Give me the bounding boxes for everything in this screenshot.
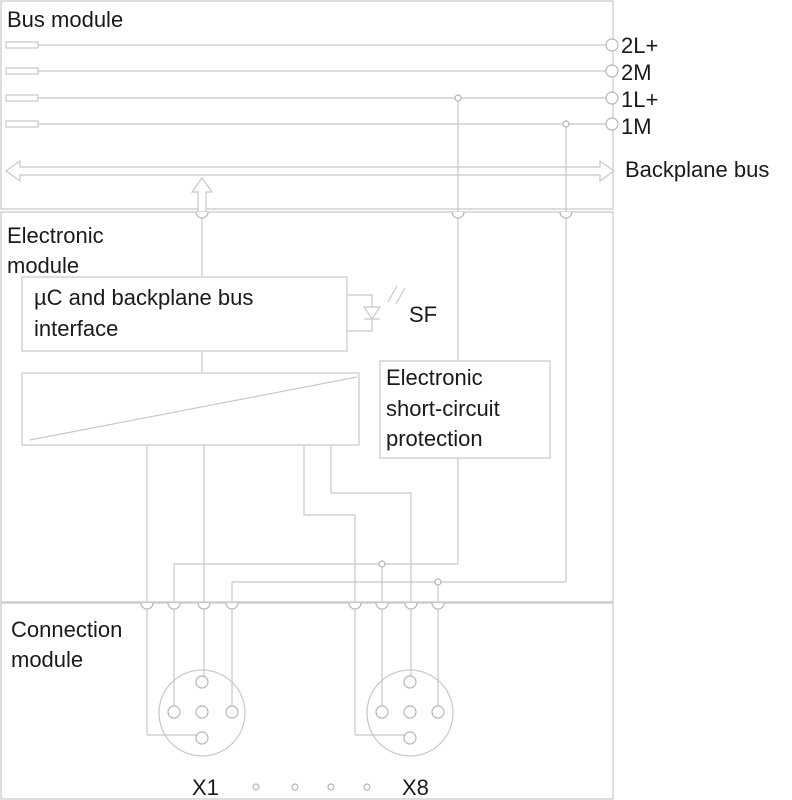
backplane-bus-label: Backplane bus: [625, 157, 769, 182]
connection-terminals: [140, 602, 445, 610]
electronic-module-frame: [0, 211, 614, 603]
terminal-1l-plus: [605, 91, 619, 105]
bus-module-frame: [0, 0, 614, 210]
connection-module-frame: [0, 602, 614, 800]
output-switch-block: [21, 372, 360, 446]
pin: [167, 705, 181, 719]
rail-stub: [5, 120, 39, 128]
uc-interface-box: [21, 276, 348, 352]
rail-stub: [5, 41, 39, 49]
supply-rails: [5, 38, 619, 131]
pin: [195, 675, 209, 689]
ellipsis-dots: [252, 783, 371, 791]
terminal-1m: [605, 117, 619, 131]
pin: [195, 705, 209, 719]
label-1l-plus: 1L+: [621, 87, 658, 112]
pin: [375, 705, 389, 719]
label-2l-plus: 2L+: [621, 33, 658, 58]
pin: [403, 731, 417, 745]
bus-module-title: Bus module: [7, 7, 123, 32]
connector-x1: [146, 609, 246, 757]
pin: [225, 705, 239, 719]
terminal-2l-plus: [605, 38, 619, 52]
pin: [431, 705, 445, 719]
pin: [403, 705, 417, 719]
connector-x8: [354, 609, 454, 757]
protection-label: Electronic short-circuit protection: [386, 365, 506, 451]
sf-led-symbol: [347, 285, 406, 332]
label-2m: 2M: [621, 60, 652, 85]
connector-x1-label: X1: [192, 775, 219, 800]
label-1m: 1M: [621, 114, 652, 139]
backplane-bus-arrow: [4, 159, 616, 183]
protection-box: [379, 360, 551, 459]
connection-module-title: Connection module: [11, 617, 128, 672]
rail-stub: [5, 94, 39, 102]
internal-wiring: [146, 445, 566, 603]
terminal-2m: [605, 64, 619, 78]
uc-interface-label: µC and backplane bus interface: [34, 285, 260, 341]
bus-connection-arrow: [190, 176, 214, 373]
rail-stub: [5, 67, 39, 75]
connector-x8-label: X8: [402, 775, 429, 800]
sf-led-label: SF: [409, 302, 437, 327]
pin: [195, 731, 209, 745]
pin: [403, 675, 417, 689]
supply-taps: [451, 94, 573, 582]
electronic-module-title: Electronic module: [7, 223, 110, 278]
